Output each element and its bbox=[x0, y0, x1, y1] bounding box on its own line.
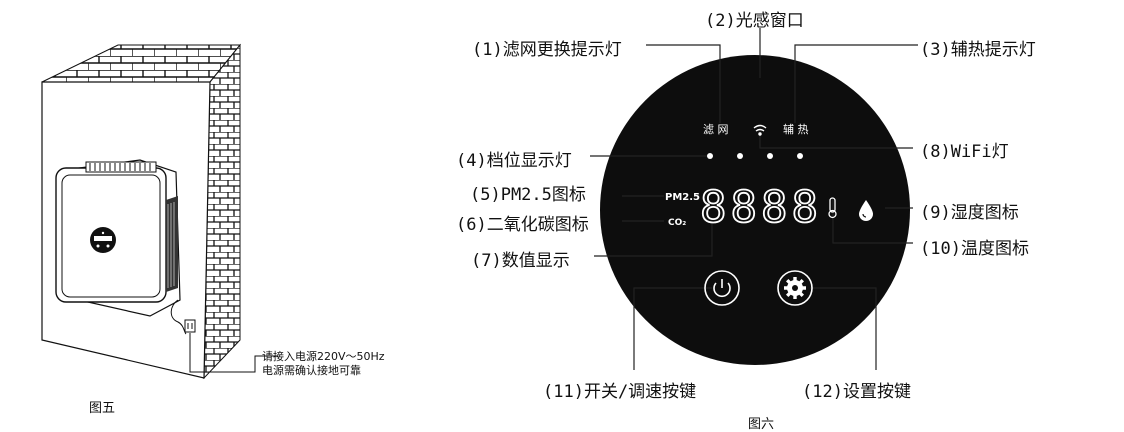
device-top-vent bbox=[85, 161, 157, 173]
wifi-icon bbox=[753, 124, 767, 136]
note-line-2: 电源需确认接地可靠 bbox=[262, 364, 361, 377]
callout-light-sensor: (2)光感窗口 bbox=[705, 11, 804, 31]
power-cord bbox=[170, 299, 187, 335]
speed-level-dot-1 bbox=[707, 153, 713, 159]
note-leader-line bbox=[189, 333, 278, 373]
speed-level-dot-4 bbox=[797, 153, 803, 159]
note-line-1: 请接入电源220V～50Hz bbox=[262, 350, 385, 363]
power-icon bbox=[713, 279, 731, 298]
callout-settings-key: (12)设置按键 bbox=[802, 382, 911, 402]
thermometer-icon bbox=[828, 197, 837, 219]
filter-indicator-label: 滤 网 bbox=[703, 123, 729, 136]
callout-filter-indicator: (1)滤网更换提示灯 bbox=[472, 40, 622, 60]
settings-button[interactable] bbox=[777, 270, 813, 306]
callout-temperature-icon: (10)温度图标 bbox=[920, 239, 1029, 259]
device-side-vent bbox=[166, 196, 178, 292]
callout-wifi-light: (8)WiFi灯 bbox=[920, 142, 1009, 162]
heater-indicator-label: 辅 热 bbox=[783, 122, 809, 136]
humidity-drop-icon bbox=[859, 200, 873, 221]
gear-icon bbox=[784, 277, 806, 299]
co2-icon-label: CO₂ bbox=[668, 218, 686, 228]
numeric-display: 8888 bbox=[700, 182, 822, 233]
speed-level-dot-3 bbox=[767, 153, 773, 159]
callout-numeric-display: (7)数值显示 bbox=[471, 251, 570, 271]
callout-humidity-icon: (9)湿度图标 bbox=[920, 203, 1019, 223]
callout-co2-icon: (6)二氧化碳图标 bbox=[456, 215, 589, 235]
callout-power-speed-key: (11)开关/调速按键 bbox=[543, 382, 697, 402]
figure6-caption: 图六 bbox=[748, 417, 775, 432]
callout-pm25-icon: (5)PM2.5图标 bbox=[470, 185, 586, 205]
figure5-caption: 图五 bbox=[89, 401, 116, 416]
power-speed-button[interactable] bbox=[704, 270, 740, 306]
power-socket-icon bbox=[184, 319, 196, 333]
callout-heater-indicator: (3)辅热提示灯 bbox=[920, 40, 1036, 60]
figure5-note: 请接入电源220V～50Hz 电源需确认接地可靠 bbox=[262, 350, 385, 378]
speed-level-dot-2 bbox=[737, 153, 743, 159]
callout-leader-lines bbox=[590, 28, 918, 370]
callout-speed-indicator: (4)档位显示灯 bbox=[456, 151, 572, 171]
device-body bbox=[55, 159, 181, 317]
pm25-icon-label: PM2.5 bbox=[665, 192, 700, 203]
